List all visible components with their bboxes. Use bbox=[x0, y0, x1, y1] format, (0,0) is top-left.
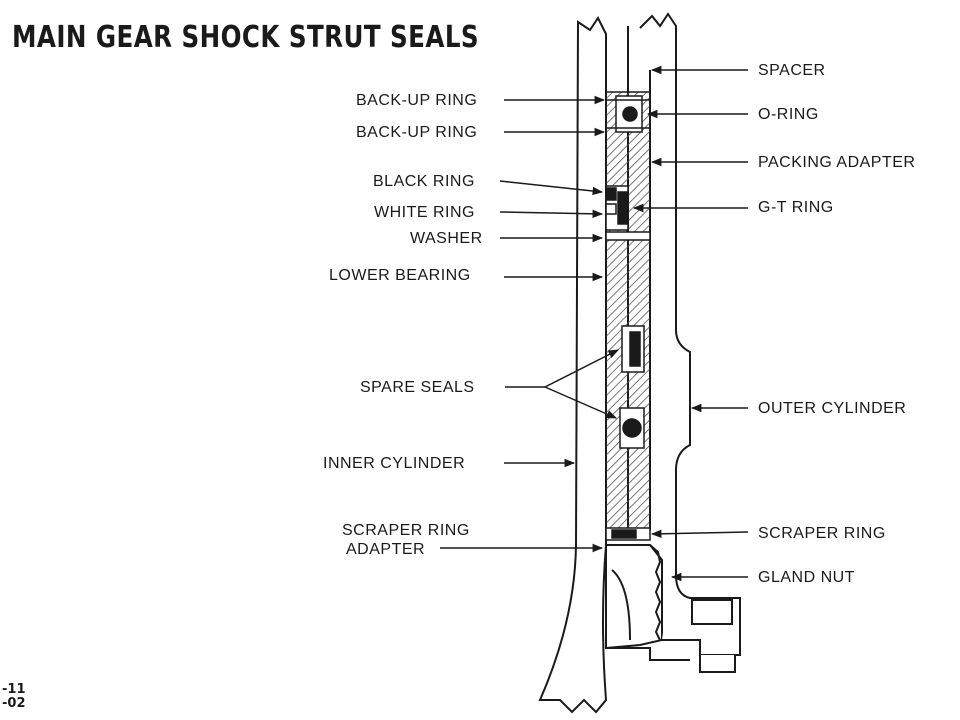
leader-lines-right bbox=[632, 65, 749, 582]
inner-cylinder-shape bbox=[538, 16, 608, 714]
diagram-title: MAIN GEAR SHOCK STRUT SEALS bbox=[12, 20, 480, 55]
label-outer-cylinder: OUTER CYLINDER bbox=[758, 400, 907, 417]
label-black-ring: BLACK RING bbox=[373, 173, 475, 190]
label-scraper-ring-adapter-line1: SCRAPER RING bbox=[342, 522, 470, 539]
label-white-ring: WHITE RING bbox=[374, 204, 475, 221]
label-scraper-ring: SCRAPER RING bbox=[758, 525, 886, 542]
label-spacer: SPACER bbox=[758, 62, 826, 79]
label-backup-ring-upper: BACK-UP RING bbox=[356, 92, 478, 109]
label-packing-adapter: PACKING ADAPTER bbox=[758, 154, 916, 171]
label-gt-ring: G-T RING bbox=[758, 199, 834, 216]
seal-stack bbox=[605, 91, 651, 541]
figure-number-line2: -02 bbox=[2, 696, 26, 711]
label-scraper-ring-adapter-line2: ADAPTER bbox=[346, 541, 426, 558]
label-o-ring: O-RING bbox=[758, 106, 819, 123]
gland-nut-shape bbox=[605, 530, 741, 673]
label-inner-cylinder: INNER CYLINDER bbox=[323, 455, 466, 472]
label-washer: WASHER bbox=[410, 230, 483, 247]
leader-lines-left bbox=[440, 95, 619, 553]
label-lower-bearing: LOWER BEARING bbox=[329, 267, 471, 284]
label-spare-seals: SPARE SEALS bbox=[360, 379, 475, 396]
label-gland-nut: GLAND NUT bbox=[758, 569, 855, 586]
label-backup-ring-lower: BACK-UP RING bbox=[356, 124, 478, 141]
figure-number-line1: -11 bbox=[2, 682, 26, 697]
